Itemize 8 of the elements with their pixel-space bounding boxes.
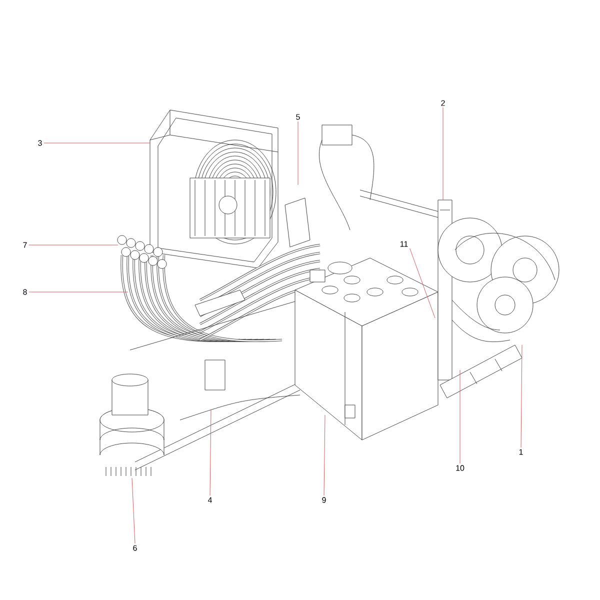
leader-line [520,344,522,448]
leader-line [442,107,444,200]
leader-line [210,410,212,496]
leader-line [132,478,136,544]
leader-line [324,414,326,496]
leader-line [28,244,118,246]
leader-line [44,142,150,144]
leader-line [410,248,436,318]
